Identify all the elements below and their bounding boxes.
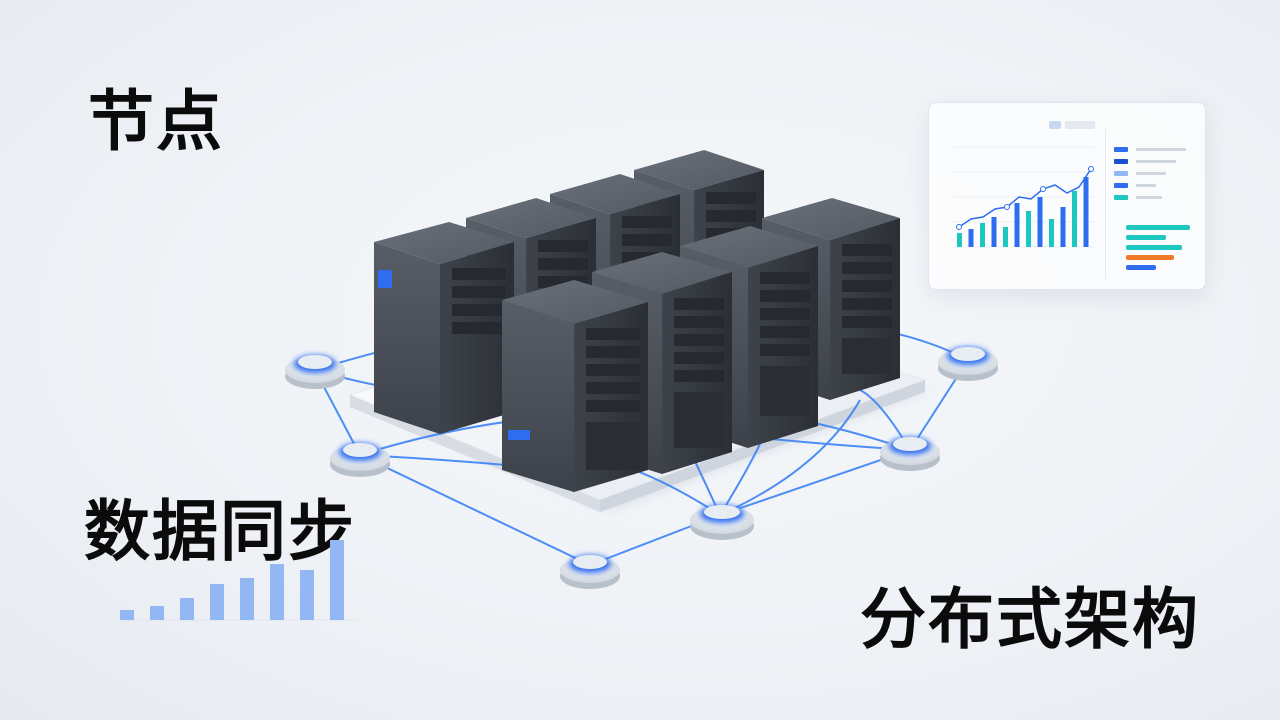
caption-data-sync: 数据同步 — [84, 493, 356, 570]
dashboard-bar — [1014, 203, 1020, 247]
caption-nodes: 节点 — [88, 83, 224, 160]
analytics-dashboard-panel — [928, 102, 1206, 290]
dashboard-bar — [1003, 227, 1008, 247]
caption-distributed-architecture: 分布式架构 — [860, 581, 1200, 658]
network-node — [880, 437, 940, 471]
mini-bar — [240, 578, 254, 620]
hbar — [1126, 255, 1174, 260]
panel-toggle — [1049, 121, 1061, 129]
legend-swatch — [1114, 147, 1128, 152]
mini-bar — [180, 598, 194, 620]
dashboard-bar — [1060, 207, 1066, 247]
hbar — [1126, 265, 1156, 270]
network-node — [285, 355, 345, 389]
legend-line — [1136, 172, 1166, 175]
mini-bar — [120, 610, 134, 620]
dashboard-bar — [1049, 219, 1054, 247]
mini-bar — [210, 584, 224, 620]
server-unit — [374, 222, 514, 434]
legend-line — [1136, 148, 1186, 151]
dashboard-bar — [991, 217, 997, 247]
network-node — [690, 505, 754, 540]
dashboard-bar — [1083, 177, 1089, 247]
mini-bar — [150, 606, 164, 620]
dashboard-combo-chart — [953, 146, 1095, 248]
legend-line — [1136, 196, 1162, 199]
hbar — [1126, 245, 1182, 250]
dashboard-bar — [980, 223, 985, 247]
network-node — [938, 347, 998, 381]
dashboard-bar — [1072, 191, 1077, 247]
network-nodes — [285, 347, 998, 589]
hbar — [1126, 235, 1166, 240]
dashboard-bar — [1026, 211, 1031, 247]
mini-bar — [300, 570, 314, 620]
dashboard-bar — [1037, 197, 1043, 247]
dashboard-bar — [957, 233, 962, 247]
legend-swatch — [1114, 195, 1128, 200]
dashboard-side-panel — [1105, 129, 1198, 279]
hbar — [1126, 225, 1190, 230]
mini-bar — [330, 540, 344, 620]
legend-line — [1136, 184, 1156, 187]
network-node — [560, 555, 620, 589]
legend-swatch — [1114, 183, 1128, 188]
dashboard-bar — [968, 229, 974, 247]
legend-line — [1136, 160, 1176, 163]
mini-bar — [270, 564, 284, 620]
legend-swatch — [1114, 171, 1128, 176]
network-node — [330, 443, 390, 477]
server-unit — [502, 280, 648, 492]
mini-bar-chart — [116, 540, 356, 621]
legend-swatch — [1114, 159, 1128, 164]
panel-toggle — [1065, 121, 1095, 129]
servers — [374, 150, 900, 492]
